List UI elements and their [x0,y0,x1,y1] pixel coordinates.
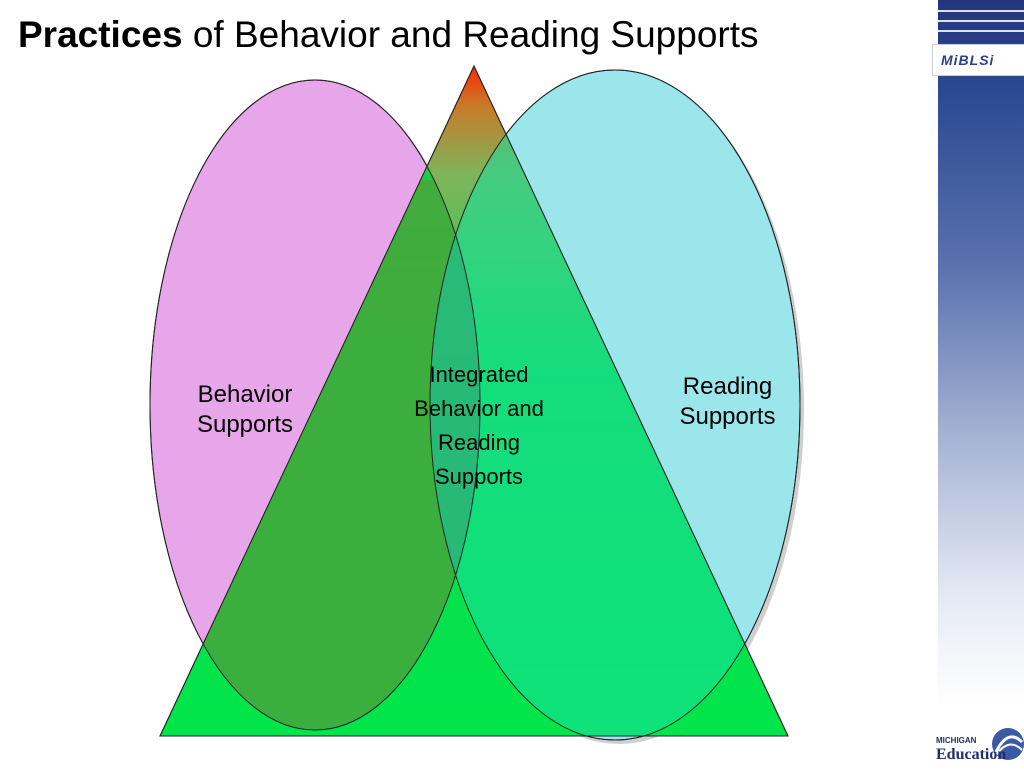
sidebar-gradient [938,0,1024,768]
mde-logo-small-text: MICHIGAN [936,736,977,745]
label-line: Behavior [197,381,293,408]
label-line: Integrated [429,362,529,387]
sidebar-stripe [938,10,1024,12]
label-line: Reading [682,373,773,400]
right-ellipse-outline [429,69,801,741]
mibl-logo: MiBLSi [932,44,1024,76]
mde-logo-big-text: Education [936,746,1007,763]
mibl-logo-text: MiBLSi [941,52,995,68]
reading-supports-label: Reading Supports [655,372,800,432]
slide-title: Practices of Behavior and Reading Suppor… [18,14,759,56]
label-line: Supports [679,403,776,430]
left-ellipse-outline [149,79,481,731]
title-bold: Practices [18,14,183,55]
label-line: Reading [438,430,520,455]
title-rest: of Behavior and Reading Supports [182,14,759,55]
label-line: Supports [434,464,524,489]
sidebar-stripe [938,20,1024,22]
behavior-supports-label: Behavior Supports [170,380,320,440]
label-line: Supports [196,411,294,438]
integrated-supports-label: Integrated Behavior and Reading Supports [384,358,574,494]
sidebar-stripe [938,30,1024,32]
triangle-outline [159,64,789,737]
label-line: Behavior and [414,396,544,421]
mde-emblem-icon [992,728,1024,760]
michigan-education-logo: MICHIGAN Education [934,722,1024,768]
